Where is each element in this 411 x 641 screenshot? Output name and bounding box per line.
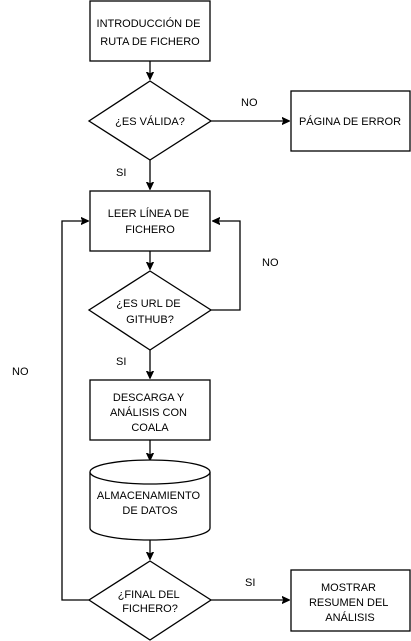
data-storage-label-line-1: ALMACENAMIENTO xyxy=(97,490,201,502)
edge-label-eof-no: NO xyxy=(12,366,29,378)
edge-label-valid-yes: SI xyxy=(116,167,126,179)
end-of-file-diamond xyxy=(87,560,213,641)
edge-label-github-yes: SI xyxy=(116,356,126,368)
node-data-storage: ALMACENAMIENTO DE DATOS xyxy=(89,459,211,541)
edge-labels: NO SI NO SI NO SI xyxy=(12,97,279,589)
node-is-github-url: ¿ES URL DE GITHUB? xyxy=(87,270,213,351)
svg-text:¿ES URL DE GITHUB?: ¿ES URL DE GITHUB? xyxy=(116,298,183,326)
input-path-label-line-1: INTRODUCCIÓN DE xyxy=(97,17,201,30)
edge-eof-no-loop xyxy=(61,221,89,601)
node-error-page: PÁGINA DE ERROR xyxy=(290,90,411,152)
is-valid-label: ¿ES VÁLIDA? xyxy=(115,115,185,128)
download-analysis-label-line-1: DESCARGA Y xyxy=(113,392,185,404)
download-analysis-label-line-2: ANÁLISIS CON xyxy=(110,406,187,419)
svg-text:¿FINAL DEL FICHERO?: ¿FINAL DEL FICHERO? xyxy=(118,589,183,615)
edge-github-no-loop xyxy=(211,221,241,311)
data-storage-label-line-2: DE DATOS xyxy=(122,505,177,517)
show-summary-box xyxy=(290,569,411,632)
svg-text:INTRODUCCIÓN DE RUTA DE: INTRODUCCIÓN DE RUTA DE FICHERO xyxy=(97,17,204,48)
node-show-summary: MOSTRAR RESUMEN DEL ANÁLISIS xyxy=(290,569,411,632)
read-line-label-line-1: LEER LÍNEA DE xyxy=(108,207,189,220)
is-github-url-label-line-2: GITHUB? xyxy=(126,314,174,326)
edge-label-eof-yes: SI xyxy=(245,577,255,589)
node-download-analysis: DESCARGA Y ANÁLISIS CON COALA xyxy=(89,379,211,441)
download-analysis-box xyxy=(89,379,211,441)
end-of-file-label-line-2: FICHERO? xyxy=(122,603,178,615)
input-path-box xyxy=(89,0,211,62)
is-valid-diamond xyxy=(87,80,213,161)
node-input-path: INTRODUCCIÓN DE RUTA DE FICHERO xyxy=(89,0,211,62)
read-line-label-line-2: FICHERO xyxy=(125,224,175,236)
svg-text:ALMACENAMIENTO DE DATOS: ALMACENAMIENTO DE DATOS xyxy=(97,490,203,517)
error-page-label: PÁGINA DE ERROR xyxy=(299,115,401,128)
node-is-valid: ¿ES VÁLIDA? xyxy=(87,80,213,161)
read-line-box xyxy=(89,190,211,252)
svg-text:MOSTRAR RESUMEN DEL: MOSTRAR RESUMEN DEL ANÁLISIS xyxy=(309,582,391,624)
node-read-line: LEER LÍNEA DE FICHERO xyxy=(89,190,211,252)
show-summary-label-line-1: MOSTRAR xyxy=(321,582,376,594)
edges xyxy=(61,61,289,601)
error-page-box xyxy=(290,90,411,152)
end-of-file-label-line-1: ¿FINAL DEL xyxy=(118,589,180,601)
edge-label-github-no: NO xyxy=(262,257,279,269)
input-path-label-line-2: RUTA DE FICHERO xyxy=(100,36,200,48)
is-github-url-diamond xyxy=(87,270,213,351)
node-end-of-file: ¿FINAL DEL FICHERO? xyxy=(87,560,213,641)
svg-text:LEER LÍNEA DE FICHERO: LEER LÍNEA DE FICHERO xyxy=(108,207,192,236)
is-github-url-label-line-1: ¿ES URL DE xyxy=(116,298,180,310)
data-storage-cylinder xyxy=(89,472,211,541)
show-summary-label-line-2: RESUMEN DEL xyxy=(309,597,388,609)
edge-label-valid-no: NO xyxy=(241,97,258,109)
download-analysis-label-line-3: COALA xyxy=(131,422,169,434)
data-storage-cylinder-top xyxy=(89,459,211,485)
show-summary-label-line-3: ANÁLISIS xyxy=(325,611,375,624)
svg-text:DESCARGA Y ANÁLISIS CON: DESCARGA Y ANÁLISIS CON COALA xyxy=(110,392,190,434)
